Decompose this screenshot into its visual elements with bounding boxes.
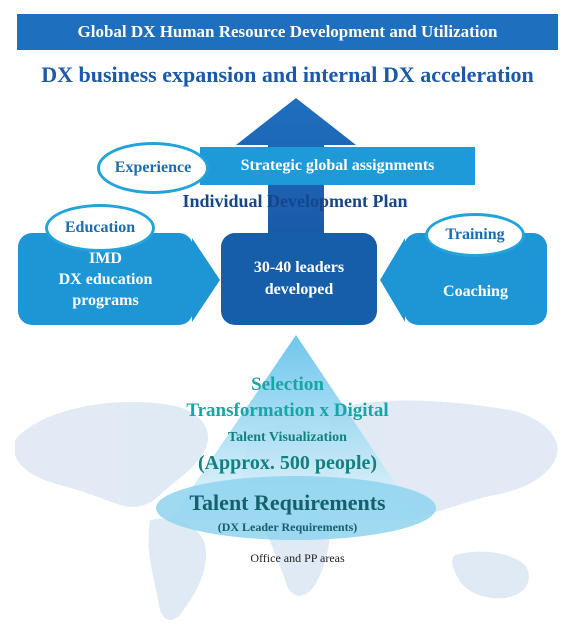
experience-oval: Experience: [97, 142, 209, 194]
footnote: Office and PP areas: [250, 551, 345, 565]
requirements-title: Talent Requirements: [189, 490, 386, 515]
education-oval: Education: [45, 204, 155, 252]
banner-title: Global DX Human Resource Development and…: [77, 22, 498, 41]
selection-subtitle: Transformation x Digital: [186, 400, 389, 421]
coaching-label: Coaching: [443, 283, 508, 300]
experience-label: Experience: [114, 159, 192, 176]
leaders-line-1: 30-40 leaders: [253, 259, 345, 276]
selection-title: Selection: [251, 374, 324, 395]
right-arrow: [380, 238, 405, 322]
people-count: (Approx. 500 people): [197, 452, 378, 474]
south-america-shape: [148, 518, 206, 620]
requirements-subtitle: (DX Leader Requirements): [217, 520, 358, 534]
australia-shape: [452, 551, 529, 599]
individual-development-plan: Individual Development Plan: [182, 191, 408, 211]
training-oval: Training: [425, 213, 525, 257]
education-line-2: DX education: [58, 270, 153, 288]
strategic-assignments-bar: Strategic global assignments: [200, 147, 475, 185]
banner: Global DX Human Resource Development and…: [17, 14, 558, 50]
leaders-line-2: developed: [264, 281, 334, 298]
strategic-label: Strategic global assignments: [240, 157, 435, 174]
selection-cone: [170, 335, 420, 520]
page-title: DX business expansion and internal DX ac…: [41, 62, 534, 87]
requirements-ellipse: [156, 476, 436, 540]
left-arrow: [192, 238, 220, 322]
education-line-3: programs: [72, 291, 139, 309]
training-label: Training: [445, 226, 505, 243]
education-label: Education: [64, 219, 136, 236]
education-line-1: IMD: [89, 249, 122, 267]
talent-visualization: Talent Visualization: [228, 430, 347, 445]
leaders-box: 30-40 leaders developed: [221, 233, 377, 325]
north-america-shape: [15, 401, 209, 507]
